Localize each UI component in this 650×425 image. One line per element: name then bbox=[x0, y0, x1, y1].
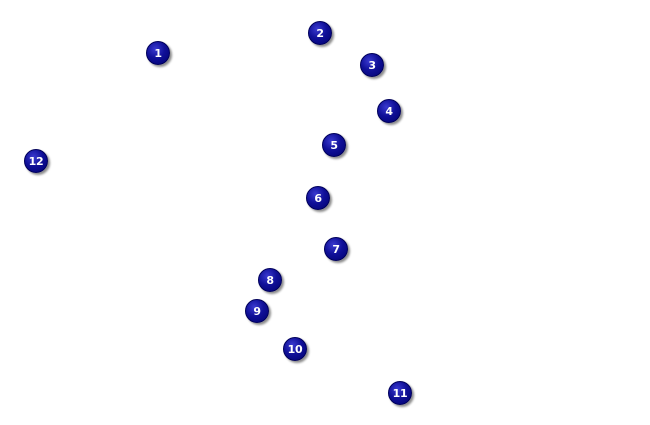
marker-label: 6 bbox=[314, 191, 322, 205]
marker-1[interactable]: 1 bbox=[146, 41, 170, 65]
marker-3[interactable]: 3 bbox=[360, 53, 384, 77]
marker-label: 3 bbox=[368, 58, 376, 72]
marker-label: 10 bbox=[287, 342, 303, 356]
marker-11[interactable]: 11 bbox=[388, 381, 412, 405]
marker-label: 4 bbox=[385, 104, 393, 118]
marker-label: 2 bbox=[316, 26, 324, 40]
marker-8[interactable]: 8 bbox=[258, 268, 282, 292]
marker-label: 8 bbox=[266, 273, 274, 287]
marker-label: 12 bbox=[28, 154, 44, 168]
marker-label: 1 bbox=[154, 46, 162, 60]
marker-4[interactable]: 4 bbox=[377, 99, 401, 123]
marker-12[interactable]: 12 bbox=[24, 149, 48, 173]
marker-5[interactable]: 5 bbox=[322, 133, 346, 157]
marker-7[interactable]: 7 bbox=[324, 237, 348, 261]
marker-6[interactable]: 6 bbox=[306, 186, 330, 210]
marker-2[interactable]: 2 bbox=[308, 21, 332, 45]
marker-label: 5 bbox=[330, 138, 338, 152]
marker-10[interactable]: 10 bbox=[283, 337, 307, 361]
marker-label: 11 bbox=[392, 386, 408, 400]
marker-label: 7 bbox=[332, 242, 340, 256]
marker-9[interactable]: 9 bbox=[245, 299, 269, 323]
marker-label: 9 bbox=[253, 304, 261, 318]
